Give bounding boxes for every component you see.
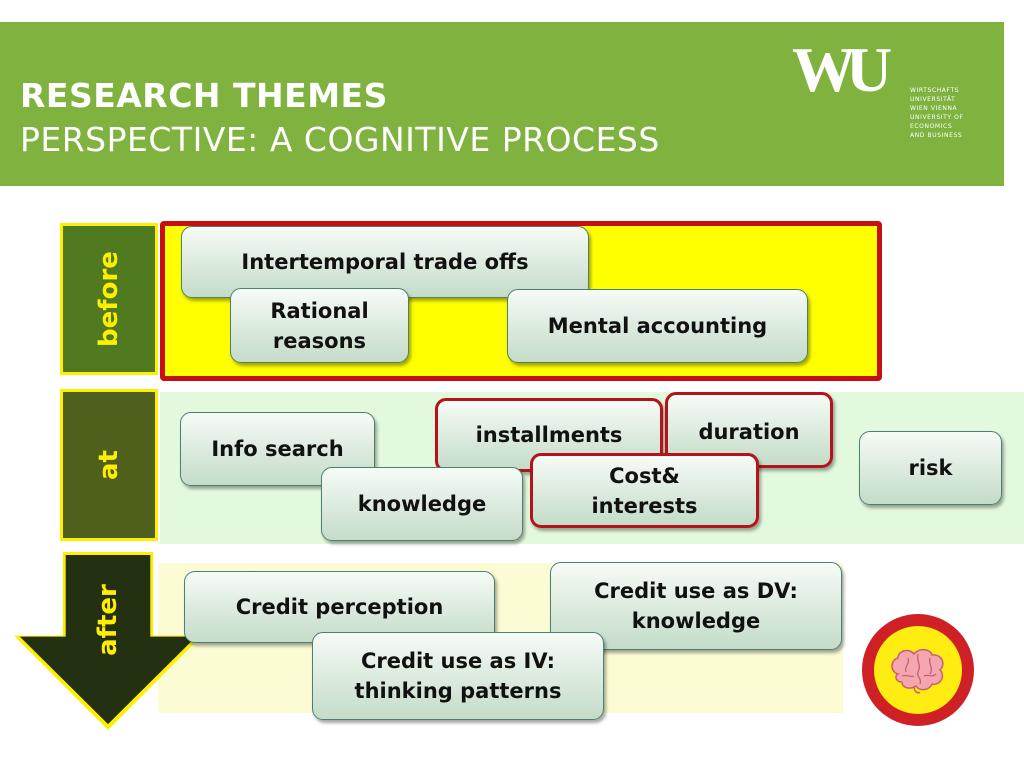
stage-at: at xyxy=(60,389,158,541)
stage-before: before xyxy=(60,223,158,375)
stage-after-label: after xyxy=(93,584,123,656)
stage-before-label: before xyxy=(94,251,124,347)
node-credit-perception: Credit perception xyxy=(184,571,495,643)
node-risk: risk xyxy=(859,431,1002,505)
node-intertemporal-trade-offs: Intertemporal trade offs xyxy=(181,226,589,298)
wu-logo: WU xyxy=(792,34,892,105)
slide-subtitle: PERSPECTIVE: A COGNITIVE PROCESS xyxy=(20,120,660,159)
node-credit-use-iv: Credit use as IV:thinking patterns xyxy=(312,632,604,720)
brain-icon xyxy=(891,648,944,694)
node-knowledge: knowledge xyxy=(321,467,523,541)
title-banner xyxy=(0,22,1004,186)
slide-title: RESEARCH THEMES xyxy=(20,76,388,115)
stage-at-label: at xyxy=(93,450,124,480)
wu-logo-text: WIRTSCHAFTS UNIVERSITÄT WIEN VIENNA UNIV… xyxy=(910,87,964,139)
node-mental-accounting: Mental accounting xyxy=(507,289,808,363)
node-cost-interests: Cost&interests xyxy=(530,453,759,528)
